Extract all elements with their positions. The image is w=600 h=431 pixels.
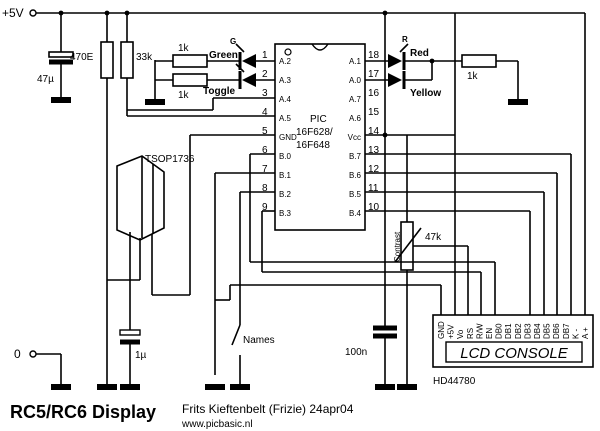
pic-pin-name: B.6 <box>349 171 362 180</box>
pic-pin-number: 9 <box>262 202 268 213</box>
pic-pin-name: A.3 <box>279 76 292 85</box>
pic-pin-number: 13 <box>368 145 380 156</box>
pic-pin-number: 4 <box>262 107 268 118</box>
pic-pin-number: 5 <box>262 126 268 137</box>
pic-pin-name: A.6 <box>349 114 362 123</box>
pic-pin-name: B.3 <box>279 209 292 218</box>
cap100n-label: 100n <box>345 347 367 358</box>
cap47-label: 47µ <box>37 74 54 85</box>
pic-pin-number: 18 <box>368 50 380 61</box>
pic-pin-number: 11 <box>368 183 379 194</box>
lcd-pin-label: DB0 <box>495 323 504 339</box>
r33k-label: 33k <box>136 52 153 63</box>
pic-pin-number: 1 <box>262 50 268 61</box>
led-yellow-label: Yellow <box>410 88 441 99</box>
pic-title-1: PIC <box>310 114 327 125</box>
lcd-pin-label: A + <box>581 327 590 339</box>
footer-author: Frits Kieftenbelt (Frizie) 24apr04 <box>182 402 354 416</box>
led-green-label: Green <box>209 50 238 61</box>
names-switch: Names <box>205 324 275 390</box>
capacitor-47u: 47µ <box>37 13 74 103</box>
r1k-a-label: 1k <box>178 43 190 54</box>
pic-pin-name: B.0 <box>279 152 292 161</box>
capacitor-1u: 1µ <box>97 280 147 390</box>
r470-label: 470E <box>70 52 94 63</box>
pic-pin-name: A.0 <box>349 76 362 85</box>
r1k-b-label: 1k <box>178 90 190 101</box>
pic-pin-name: A.5 <box>279 114 292 123</box>
lcd-pin-label: K - <box>571 328 580 339</box>
led-red-label: Red <box>410 48 429 59</box>
pic-pin-name: B.5 <box>349 190 362 199</box>
led-red-yellow: Red Yellow R 1k <box>365 35 528 105</box>
pic-pin-name: A.2 <box>279 57 292 66</box>
lcd-pin-label: DB4 <box>533 323 542 339</box>
lcd-model-label: HD44780 <box>433 376 476 387</box>
pic-pin-number: 17 <box>368 69 380 80</box>
lcd-pin-label: DB2 <box>514 323 523 339</box>
pic-pin-name: A.4 <box>279 95 292 104</box>
pic-pin-name: A.7 <box>349 95 362 104</box>
pic-pin-name: B.7 <box>349 152 362 161</box>
pic-title-2: 16F628/ <box>296 127 333 138</box>
pic-pin-number: 10 <box>368 202 380 213</box>
pic-title-3: 16F648 <box>296 140 330 151</box>
pic-pin-name: A.1 <box>349 57 362 66</box>
lcd-pin-label: DB6 <box>552 323 561 339</box>
plus5v-label: +5V <box>2 6 24 20</box>
lcd-pin-label: DB1 <box>504 323 513 339</box>
lcd-pin-label: EN <box>485 328 494 339</box>
pic-pin-name: B.4 <box>349 209 362 218</box>
led-green-toggle: Green Toggle G <box>203 37 275 97</box>
lcd-pin-label: DB7 <box>562 323 571 339</box>
zero-label: 0 <box>14 347 21 361</box>
pic-pin-name: Vcc <box>348 133 361 142</box>
led-g-letter: G <box>230 37 236 46</box>
pic-pin-number: 2 <box>262 69 268 80</box>
led-toggle-label: Toggle <box>203 86 235 97</box>
tsop-label: TSOP1736 <box>145 154 195 165</box>
zero-terminal: 0 <box>14 347 71 390</box>
supply-rail: +5V <box>2 6 455 20</box>
pot-label: 47k <box>425 232 442 243</box>
pic-pin-number: 12 <box>368 164 380 175</box>
resistor-pair-left: 1k 1k <box>145 43 240 105</box>
lcd-pin-label: DB5 <box>543 323 552 339</box>
contrast-label: Contrast <box>393 231 402 262</box>
footer-title: RC5/RC6 Display <box>10 402 156 422</box>
footer-url: www.picbasic.nl <box>181 419 253 430</box>
r1k-c-label: 1k <box>467 71 479 82</box>
lcd-pin-label: R/W <box>475 323 484 339</box>
pic-pin-number: 6 <box>262 145 268 156</box>
pic-pin-number: 8 <box>262 183 268 194</box>
pic-pin-number: 16 <box>368 88 380 99</box>
cap1-label: 1µ <box>135 350 147 361</box>
resistor-470e: 470E <box>70 13 114 280</box>
pic-pin-name: B.1 <box>279 171 292 180</box>
lcd-pin-label: RS <box>466 328 475 339</box>
lcd-pin-label: +5V <box>447 324 456 339</box>
names-label: Names <box>243 335 275 346</box>
pic-pin-number: 3 <box>262 88 268 99</box>
pic-pin-number: 15 <box>368 107 380 118</box>
lcd-screen-text: LCD CONSOLE <box>460 345 569 362</box>
led-r-letter: R <box>402 35 408 44</box>
pic-pin-name: GND <box>279 133 297 142</box>
lcd-pin-label: Vo <box>456 329 465 339</box>
pic-pin-number: 7 <box>262 164 268 175</box>
pic-pin-number: 14 <box>368 126 380 137</box>
lcd-pin-label: DB3 <box>523 323 532 339</box>
pic-pin-name: B.2 <box>279 190 292 199</box>
contrast-potentiometer: 47k Contrast <box>393 135 469 390</box>
lcd-pin-label: GND <box>437 321 446 339</box>
tsop1736-receiver: TSOP1736 <box>107 154 195 305</box>
capacitor-100n: 100n <box>345 135 397 390</box>
